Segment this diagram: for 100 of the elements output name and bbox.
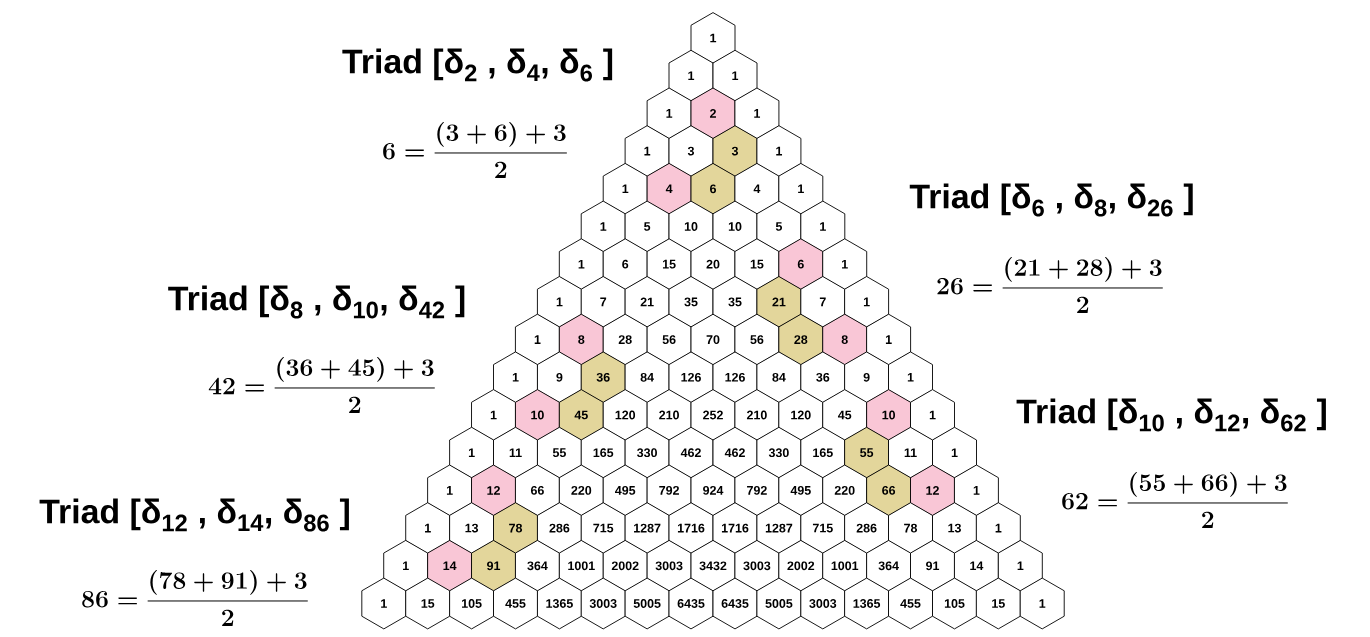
hexagon-cell: 78: [888, 502, 933, 554]
node-label: 5005: [765, 599, 793, 608]
triad-heading: Triad [δ$_{2}$ , δ$_{4}$, δ$_{6}$ ]: [342, 48, 613, 82]
hexagon-cell: 1: [624, 125, 670, 177]
hexagon-cell: 1: [953, 464, 999, 517]
hexagon-cell: 1001: [822, 539, 868, 592]
hexagon-cell: 13: [449, 502, 495, 554]
hexagon-cell: 1: [800, 200, 846, 253]
hexagon-cell: 28: [778, 313, 824, 366]
hexagon-cell: 715: [800, 502, 846, 554]
node-label: 6435: [721, 599, 749, 608]
hexagon-cell: 1: [471, 389, 516, 441]
hexagon-cell: 5005: [756, 577, 802, 630]
hexagon-cell: 35: [712, 276, 758, 328]
hexagon-cell: 13: [932, 502, 977, 554]
node-label: 15: [421, 599, 435, 608]
hexagon-cell: 105: [932, 577, 977, 630]
hexagon-cell: 455: [888, 577, 933, 630]
hexagon-cell: 1: [449, 426, 495, 479]
hexagon-cell: 1: [427, 464, 473, 517]
hexagon-cell: 9: [536, 351, 582, 404]
hexagon-cell: 84: [756, 351, 802, 404]
hexagon-cell: 1: [690, 12, 736, 64]
hexagon-cell: 220: [822, 464, 868, 517]
node-label: 105: [944, 599, 965, 608]
hexagon-cell: 12: [910, 464, 955, 517]
hexagon-cell: 6: [690, 162, 736, 215]
hexagon-cell: 10: [514, 389, 560, 441]
node-label: 1365: [853, 599, 881, 608]
hexagon-cell: 1: [536, 276, 582, 328]
hexagon-cell: 78: [493, 502, 538, 554]
hexagon-cell: 91: [910, 539, 955, 592]
hexagon-cell: 495: [778, 464, 824, 517]
hexagon-cell: 252: [690, 389, 736, 441]
hexagon-cell: 56: [734, 313, 780, 366]
hexagon-cell: 6: [602, 238, 648, 291]
node-label: 1: [1039, 599, 1046, 608]
hexagon-cell: 715: [580, 502, 626, 554]
triad-heading: Triad [δ$_{10}$ , δ$_{12}$, δ$_{62}$ ]: [1016, 398, 1326, 432]
hexagon-cell: 1: [975, 502, 1021, 554]
hexagon-cell: 1: [910, 389, 955, 441]
node-label: 3003: [589, 599, 617, 608]
node-label: 1: [381, 599, 387, 608]
hexagon-cell: 11: [888, 426, 933, 479]
formula: $26=\frac{(21+28)+3}{2}$: [937, 257, 1163, 313]
hexagon-cell: 91: [471, 539, 516, 592]
hexagon-cell: 1: [778, 162, 824, 215]
hexagon-cell: 2: [690, 87, 736, 140]
hexagon-cell: 220: [558, 464, 604, 517]
hexagon-cell: 35: [668, 276, 714, 328]
hexagon-cell: 1: [756, 125, 802, 177]
hexagon-cell: 330: [756, 426, 802, 479]
hexagon-cell: 1: [558, 238, 604, 291]
hexagon-cell: 1: [602, 162, 648, 215]
formula: $62=\frac{(55+66)+3}{2}$: [1062, 472, 1288, 528]
hexagon-cell: 3003: [580, 577, 626, 630]
node-label: 6435: [677, 599, 705, 608]
hexagon-cell: 10: [712, 200, 758, 253]
hexagon-cell: 1716: [712, 502, 758, 554]
hexagon-cell: 792: [646, 464, 692, 517]
hexagon-cell: 6435: [668, 577, 714, 630]
hexagon-cell: 126: [668, 351, 714, 404]
hexagon-cell: 1: [646, 87, 692, 140]
hexagon-cell: 330: [624, 426, 670, 479]
triad-heading: Triad [δ$_{12}$ , δ$_{14}$, δ$_{86}$ ]: [39, 498, 349, 532]
hexagon-cell: 12: [471, 464, 516, 517]
hexagon-cell: 462: [712, 426, 758, 479]
node-label: 5005: [633, 599, 661, 608]
hexagon-cell: 3003: [800, 577, 846, 630]
hexagon-cell: 15: [646, 238, 692, 291]
hexagon-cell: 55: [536, 426, 582, 479]
hexagon-cell: 5: [756, 200, 802, 253]
hexagon-cell: 14: [953, 539, 999, 592]
hexagon-cell: 66: [866, 464, 912, 517]
node-label: 455: [900, 599, 921, 608]
hexagon-cell: 1: [888, 351, 933, 404]
hexagon-cell: 15: [975, 577, 1021, 630]
node-label: 15: [992, 599, 1005, 608]
node-label: 1365: [546, 599, 573, 608]
hexagon-cell: 364: [514, 539, 560, 592]
hexagon-cell: 1716: [668, 502, 714, 554]
hexagon-cell: 286: [536, 502, 582, 554]
node-label: 455: [505, 599, 526, 608]
triad-heading: Triad [δ$_{8}$ , δ$_{10}$, δ$_{42}$ ]: [168, 285, 465, 319]
hexagon-cell: 6435: [712, 577, 758, 630]
hexagon-cell: 1: [822, 238, 868, 291]
hexagon-cell: 792: [734, 464, 780, 517]
hexagon-cell: 21: [624, 276, 670, 328]
hexagon-cell: 7: [580, 276, 626, 328]
hexagon-cell: 286: [844, 502, 890, 554]
hexagon-cell: 1365: [536, 577, 582, 630]
hexagon-cell: 11: [493, 426, 538, 479]
hexagon-cell: 1287: [624, 502, 670, 554]
hexagon-cell: 84: [624, 351, 670, 404]
hexagon-cell: 36: [800, 351, 846, 404]
formula: $42=\frac{(36+45)+3}{2}$: [208, 357, 435, 413]
hexagon-cell: 210: [734, 389, 780, 441]
hexagon-cell: 1: [712, 49, 758, 102]
hexagon-cell: 10: [866, 389, 912, 441]
hexagon-cell: 1: [844, 276, 890, 328]
